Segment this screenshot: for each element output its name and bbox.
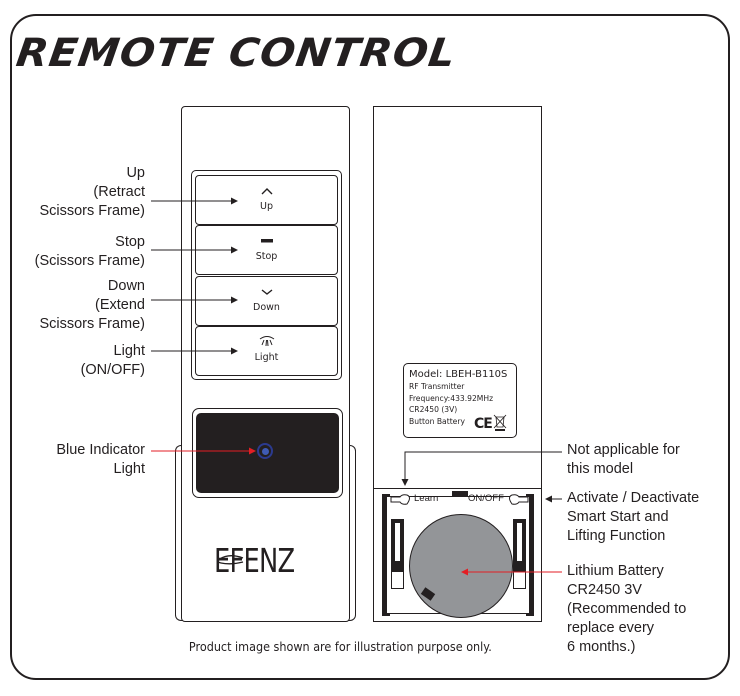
callout-light: Light (ON/OFF)	[81, 342, 145, 380]
learn-label: Learn	[414, 493, 439, 504]
callout-stop-line1: Stop	[115, 234, 145, 250]
spec-battery-type: Button Battery	[409, 416, 465, 426]
up-button[interactable]: Up	[195, 175, 338, 225]
up-button-label: Up	[260, 201, 273, 212]
spec-label: Model: LBEH-B110S RF Transmitter Frequen…	[403, 363, 517, 438]
spec-battery: CR2450 (3V)	[409, 405, 458, 414]
callout-indicator: Blue Indicator Light	[56, 441, 145, 479]
callout-activate-line3: Lifting Function	[567, 528, 666, 544]
button-panel	[191, 170, 342, 380]
onoff-label: ON/OFF	[468, 493, 504, 504]
learn-switch[interactable]	[391, 519, 404, 571]
callout-light-line2: (ON/OFF)	[80, 362, 145, 378]
stop-button[interactable]: Stop	[195, 225, 338, 275]
callout-light-line1: Light	[113, 343, 145, 359]
chevron-down-icon	[196, 285, 337, 301]
compartment-rail-right	[526, 494, 534, 616]
callout-up-line2: (Retract	[93, 184, 145, 200]
learn-switch-track	[391, 571, 404, 589]
spec-model: Model: LBEH-B110S	[409, 369, 508, 380]
front-remote-side-grip-left	[175, 445, 183, 621]
callout-battery-line3: (Recommended to	[567, 601, 687, 617]
coin-battery	[409, 514, 513, 618]
callout-down: Down (Extend Scissors Frame)	[39, 277, 145, 334]
callout-activate: Activate / Deactivate Smart Start and Li…	[567, 489, 699, 546]
onoff-keyhole-icon[interactable]	[503, 494, 529, 506]
callout-battery-line4: replace every	[567, 620, 655, 636]
chevron-up-icon	[196, 184, 337, 200]
callout-not-applicable: Not applicable for this model	[567, 441, 680, 479]
spec-type: RF Transmitter	[409, 382, 465, 391]
onoff-switch[interactable]	[513, 519, 526, 571]
callout-stop-line2: (Scissors Frame)	[34, 253, 145, 269]
callout-up-line3: Scissors Frame)	[39, 203, 145, 219]
callout-down-line2: (Extend	[95, 297, 145, 313]
light-rays-icon	[196, 335, 337, 351]
callout-down-line1: Down	[107, 278, 145, 294]
stop-button-label: Stop	[255, 251, 278, 262]
callout-not-applicable-line2: this model	[567, 461, 634, 477]
callout-down-line3: Scissors Frame)	[39, 316, 145, 332]
stop-bar-icon	[196, 234, 337, 250]
callout-stop: Stop (Scissors Frame)	[35, 233, 145, 271]
page-frame	[10, 14, 730, 680]
learn-keyhole-icon[interactable]	[390, 494, 416, 506]
blue-indicator-led	[262, 448, 269, 455]
footnote: Product image shown are for illustration…	[188, 640, 492, 654]
callout-up-line1: Up	[126, 165, 145, 181]
battery-compartment	[373, 488, 542, 622]
arrow-not-applicable	[401, 451, 562, 486]
callout-indicator-line1: Blue Indicator	[56, 442, 145, 458]
callout-up: Up (Retract Scissors Frame)	[39, 164, 145, 221]
callout-activate-line2: Smart Start and	[567, 509, 669, 525]
down-button[interactable]: Down	[195, 276, 338, 326]
weee-bin-icon	[493, 414, 507, 431]
light-button-label: Light	[254, 352, 279, 363]
spec-frequency: Frequency:433.92MHz	[409, 393, 494, 403]
callout-battery-line1: Lithium Battery	[567, 563, 664, 579]
down-button-label: Down	[253, 302, 280, 313]
callout-activate-line1: Activate / Deactivate	[567, 490, 700, 506]
front-remote-side-grip-right	[348, 445, 356, 621]
logo-swoosh-icon	[217, 555, 244, 565]
callout-battery-line2: CR2450 3V	[567, 582, 642, 598]
brand-logo: EFENZ	[214, 541, 295, 580]
callout-battery: Lithium Battery CR2450 3V (Recommended t…	[567, 562, 686, 657]
ce-mark: CE	[474, 416, 493, 432]
callout-indicator-line2: Light	[113, 461, 145, 477]
callout-battery-line5: 6 months.)	[567, 639, 636, 655]
compartment-notch-top	[452, 491, 468, 496]
callout-not-applicable-line1: Not applicable for	[567, 442, 680, 458]
